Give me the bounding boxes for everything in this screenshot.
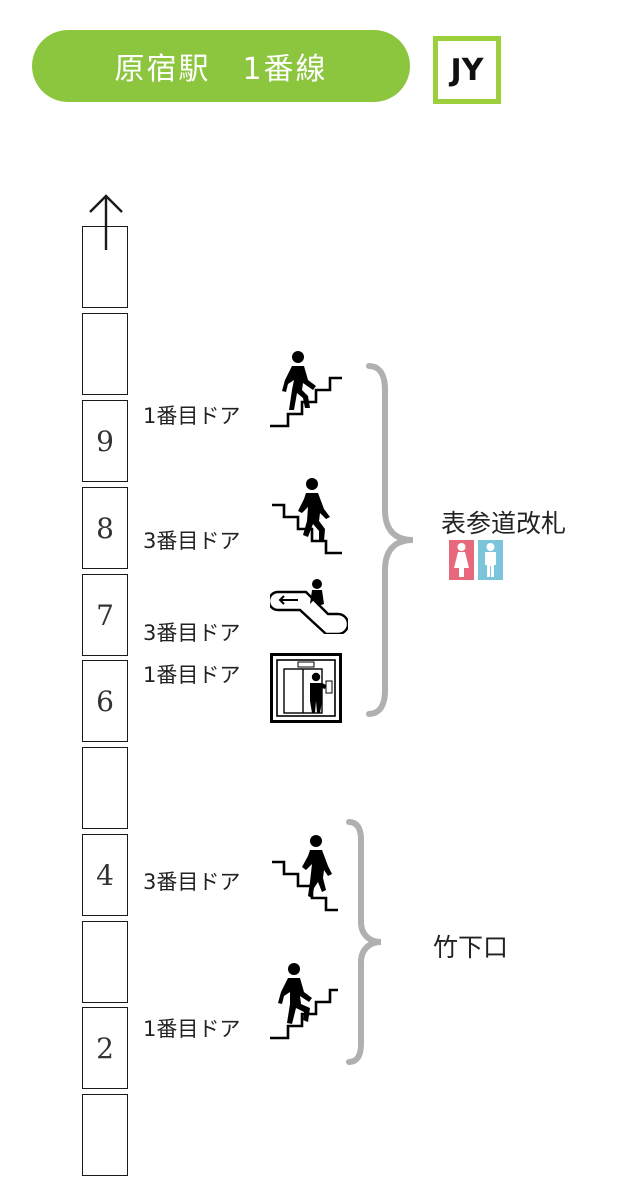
brace-omotesando bbox=[365, 360, 425, 720]
door-label: 3番目ドア bbox=[143, 621, 241, 645]
train-car bbox=[82, 1094, 128, 1176]
train-car: 7 bbox=[82, 574, 128, 656]
door-label: 1番目ドア bbox=[143, 404, 241, 428]
door-label: 3番目ドア bbox=[143, 529, 241, 553]
train-car bbox=[82, 747, 128, 829]
train-car bbox=[82, 313, 128, 395]
escalator-icon bbox=[270, 578, 348, 634]
restroom-icon bbox=[449, 540, 503, 580]
door-label: 3番目ドア bbox=[143, 870, 241, 894]
train-car bbox=[82, 921, 128, 1003]
door-label: 1番目ドア bbox=[143, 1017, 241, 1041]
train-car: 4 bbox=[82, 834, 128, 916]
stairs-up-icon bbox=[270, 962, 346, 1040]
train-car: 9 bbox=[82, 400, 128, 482]
line-badge: JY bbox=[433, 36, 501, 104]
stairs-down-icon bbox=[270, 834, 346, 912]
destination-takeshita-exit: 竹下口 bbox=[433, 933, 509, 962]
stairs-down-icon bbox=[270, 477, 346, 555]
train-car: 8 bbox=[82, 487, 128, 569]
brace-takeshita bbox=[345, 818, 387, 1066]
door-label: 1番目ドア bbox=[143, 663, 241, 687]
train-car: 6 bbox=[82, 660, 128, 742]
station-platform-title: 原宿駅 1番線 bbox=[32, 30, 410, 102]
elevator-icon bbox=[270, 653, 342, 723]
train-car: 2 bbox=[82, 1007, 128, 1089]
arrow-up-icon bbox=[86, 192, 126, 252]
train-car bbox=[82, 226, 128, 308]
stairs-up-icon bbox=[270, 350, 346, 428]
destination-omotesando-gate: 表参道改札 bbox=[441, 509, 567, 538]
